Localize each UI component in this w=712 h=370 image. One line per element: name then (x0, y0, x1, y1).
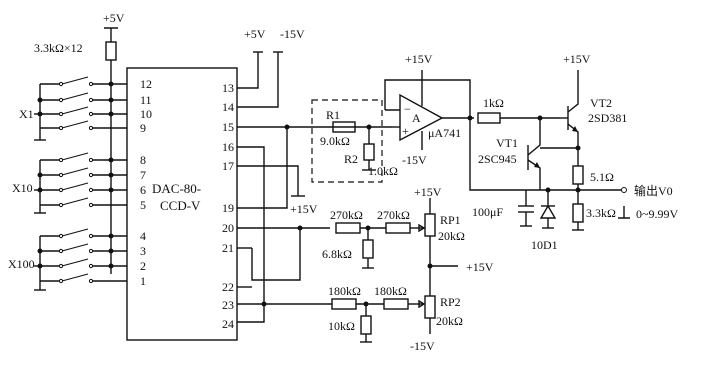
svg-text:+: + (402, 124, 409, 138)
resistor-r1 (332, 121, 356, 133)
diode-label: 10D1 (531, 238, 558, 252)
opamp-model: μA741 (428, 126, 461, 140)
capacitor-100uf (518, 190, 534, 227)
rp2-value: 20kΩ (436, 314, 463, 328)
dac-left-pin-labels: 12 11 10 9 8 7 6 5 4 3 2 1 (140, 77, 152, 288)
diode-10d1 (539, 190, 557, 229)
output-label: 输出V0 (634, 183, 673, 198)
resistor-pack-label: 3.3kΩ×12 (34, 41, 83, 55)
svg-text:7: 7 (140, 168, 146, 182)
rp1-label: RP1 (440, 213, 461, 227)
svg-text:2: 2 (140, 259, 146, 273)
vt1-label: VT1 (496, 136, 518, 150)
svg-text:3: 3 (140, 244, 146, 258)
opamp-label: A (412, 111, 421, 125)
r1-value: 9.0kΩ (320, 134, 350, 148)
svg-text:19: 19 (222, 201, 234, 215)
r-3-3k-label: 3.3kΩ (586, 206, 616, 220)
resistor-10k (360, 315, 372, 335)
r-5-1-label: 5.1Ω (590, 170, 614, 184)
rp1-value: 20kΩ (438, 229, 465, 243)
svg-text:6: 6 (140, 183, 146, 197)
svg-text:16: 16 (222, 140, 234, 154)
svg-text:1: 1 (140, 274, 146, 288)
resistor-3-3k (572, 203, 584, 223)
svg-text:−: − (404, 102, 411, 116)
svg-text:8: 8 (140, 153, 146, 167)
resistor-1k (477, 112, 501, 124)
svg-text:12: 12 (140, 77, 152, 91)
transistor-vt1 (527, 118, 541, 190)
switch-group-x1-label: X1 (19, 107, 34, 121)
resistor-270k-b (385, 222, 411, 234)
svg-text:5: 5 (140, 198, 146, 212)
svg-text:15: 15 (222, 120, 234, 134)
r-1k-label: 1kΩ (483, 96, 504, 110)
transistor-vt2 (560, 78, 579, 166)
pullup-resistor-pack (105, 41, 117, 61)
svg-text:17: 17 (222, 159, 234, 173)
r-10k-label: 10kΩ (328, 319, 355, 333)
vt1-model: 2SC945 (478, 152, 517, 166)
vt2-model: 2SD381 (588, 111, 627, 125)
switch-group-x100 (34, 228, 111, 291)
dac-name-line2: CCD-V (160, 198, 201, 213)
plus15v-opamp-label: +15V (405, 52, 433, 66)
svg-text:11: 11 (140, 93, 152, 107)
svg-text:23: 23 (222, 298, 234, 312)
potentiometer-rp2 (418, 295, 436, 334)
svg-text:21: 21 (222, 241, 234, 255)
plus15v-mid-label: +15V (466, 260, 494, 274)
r-180k-b-label: 180kΩ (374, 284, 407, 298)
plus15v-pin19-label: +15V (290, 202, 318, 216)
switch-group-x10-label: X10 (12, 181, 33, 195)
output-range: 0~9.99V (636, 207, 678, 221)
minus15v-rp2-label: -15V (410, 339, 435, 353)
vt2-label: VT2 (590, 96, 612, 110)
opamp-a (399, 93, 444, 142)
svg-text:10: 10 (140, 107, 152, 121)
svg-text:13: 13 (222, 81, 234, 95)
r-270k-a-label: 270kΩ (330, 208, 363, 222)
r-6-8k-label: 6.8kΩ (322, 247, 352, 261)
dac-name-line1: DAC-80- (152, 181, 201, 196)
plus15v-vt2-label: +15V (563, 52, 591, 66)
svg-text:9: 9 (140, 121, 146, 135)
dac-right-pin-labels: 13 14 15 16 17 19 20 21 22 23 24 (222, 81, 234, 331)
switch-group-x10 (34, 152, 111, 214)
svg-text:22: 22 (222, 280, 234, 294)
gain-network-box (311, 99, 383, 183)
resistor-180k-b (383, 298, 409, 310)
switch-group-x1 (34, 76, 111, 141)
r-270k-b-label: 270kΩ (377, 208, 410, 222)
svg-text:4: 4 (140, 229, 146, 243)
svg-text:20: 20 (222, 221, 234, 235)
resistor-270k-a (335, 222, 361, 234)
potentiometer-rp1 (418, 198, 436, 266)
r1-label: R1 (326, 108, 340, 122)
svg-text:14: 14 (222, 100, 234, 114)
resistor-180k-a (331, 298, 357, 310)
minus15v-opamp-label: -15V (402, 153, 427, 167)
switch-group-x100-label: X100 (8, 257, 35, 271)
resistor-r2 (363, 143, 375, 161)
plus5v-pin13-label: +5V (244, 27, 266, 41)
resistor-5-1ohm (572, 165, 584, 185)
r2-label: R2 (344, 152, 358, 166)
r2-value: 1.0kΩ (368, 164, 398, 178)
svg-text:24: 24 (222, 317, 234, 331)
dac-chip (126, 67, 238, 341)
capacitor-label: 100μF (472, 205, 503, 219)
plus15v-rp1-label: +15V (414, 185, 442, 199)
resistor-6-8k (362, 239, 374, 259)
rp2-label: RP2 (440, 295, 461, 309)
minus15v-pin14-label: -15V (280, 27, 305, 41)
plus5v-top-label: +5V (103, 11, 125, 25)
r-180k-a-label: 180kΩ (328, 284, 361, 298)
